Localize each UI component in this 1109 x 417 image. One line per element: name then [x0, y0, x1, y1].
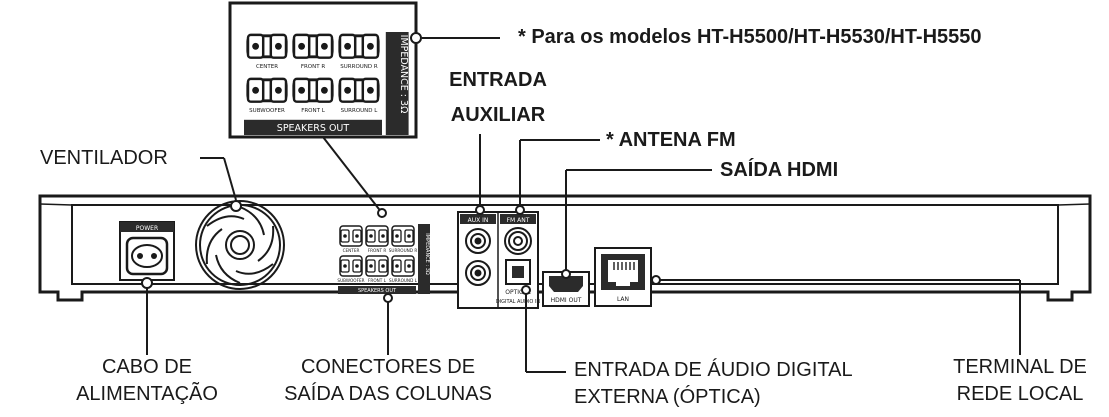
speaker-terminal-label: SUBWOOFER: [249, 108, 285, 114]
aux-in-panel-label: AUX IN: [468, 217, 489, 224]
speaker-terminal-label: SURROUND L: [341, 108, 379, 114]
speaker-terminal-surround-l: SURROUND L: [338, 77, 380, 114]
fan-grille-icon: [195, 200, 285, 290]
speakers-out-label: SPEAKERS OUT: [358, 288, 397, 294]
speaker-terminal-front-l: FRONT L: [292, 77, 334, 114]
speaker-terminal-label: FRONT R: [301, 64, 326, 70]
lan-label-line1: TERMINAL DE: [953, 356, 1087, 378]
speaker-terminal-label: FRONT R: [368, 248, 387, 253]
leader-lines: [141, 32, 1021, 373]
power-cable-label-line1: CABO DE: [101, 356, 193, 378]
fm-antenna-label: * ANTENA FM: [606, 129, 736, 151]
optical-panel-label: OPTICAL: [505, 289, 531, 296]
optical-in-label-line2: EXTERNA (ÓPTICA): [574, 386, 761, 408]
optical-in-label-line1: ENTRADA DE ÁUDIO DIGITAL: [574, 359, 853, 381]
power-socket: POWER: [119, 221, 175, 281]
speaker-terminal-subwoofer: SUBWOOFER: [337, 255, 365, 283]
speaker-terminal-surround-r: SURROUND R: [338, 33, 380, 70]
speaker-terminal-label: CENTER: [256, 64, 278, 70]
fm-ant-panel-label: FM ANT: [507, 217, 530, 224]
aux-in-label-line1: ENTRADA: [449, 69, 547, 91]
speaker-terminal-inset: IMPEDANCE : 3Ω SPEAKERS OUT CENTER FRONT R S…: [228, 1, 418, 139]
models-note-label: * Para os modelos HT-H5500/HT-H5530/HT-H…: [518, 26, 982, 48]
fan-label: VENTILADOR: [40, 147, 168, 169]
speaker-terminal-label: FRONT L: [301, 108, 326, 114]
lan-label-line2: REDE LOCAL: [956, 383, 1084, 405]
aux-in-right-jack: [465, 260, 491, 286]
speaker-terminal-front-r: FRONT R: [365, 225, 389, 253]
speaker-terminal-center: CENTER: [246, 33, 288, 70]
hdmi-out-panel-label: HDMI OUT: [551, 297, 582, 304]
speaker-terminal-label: SURROUND R: [389, 248, 418, 253]
speaker-terminal-subwoofer: SUBWOOFER: [246, 77, 288, 114]
optical-input-jack: [505, 259, 531, 285]
speaker-terminal-label: SUBWOOFER: [337, 278, 364, 283]
impedance-label: IMPEDANCE : 3Ω: [398, 35, 409, 114]
digital-audio-in-panel-label: DIGITAL AUDIO IN: [496, 299, 541, 305]
speaker-terminal-label: CENTER: [343, 248, 360, 253]
lan-port: LAN: [594, 247, 652, 307]
speaker-terminal-front-l: FRONT L: [365, 255, 389, 283]
speaker-terminal-front-r: FRONT R: [292, 33, 334, 70]
hdmi-out-label: SAÍDA HDMI: [720, 159, 839, 181]
speaker-terminal-label: SURROUND R: [340, 64, 378, 70]
lan-panel-label: LAN: [617, 296, 629, 303]
power-label: POWER: [136, 225, 158, 232]
fm-antenna-jack: [504, 227, 532, 255]
speaker-connectors-label-line2: SAÍDA DAS COLUNAS: [284, 383, 492, 405]
aux-in-label-line2: AUXILIAR: [450, 104, 546, 126]
speakers-out-label: SPEAKERS OUT: [277, 123, 350, 134]
power-cable-label-line2: ALIMENTAÇÃO: [76, 383, 218, 405]
impedance-label: IMPEDANCE : 3Ω: [424, 233, 430, 275]
speaker-terminal-surround-l: SURROUND L: [389, 255, 418, 283]
speaker-terminal-surround-r: SURROUND R: [389, 225, 418, 253]
speaker-connectors-label-line1: CONECTORES DE: [300, 356, 476, 378]
speaker-terminal-center: CENTER: [339, 225, 363, 253]
speaker-terminal-label: SURROUND L: [389, 278, 418, 283]
speaker-terminal-label: FRONT L: [368, 278, 387, 283]
aux-in-left-jack: [465, 228, 491, 254]
